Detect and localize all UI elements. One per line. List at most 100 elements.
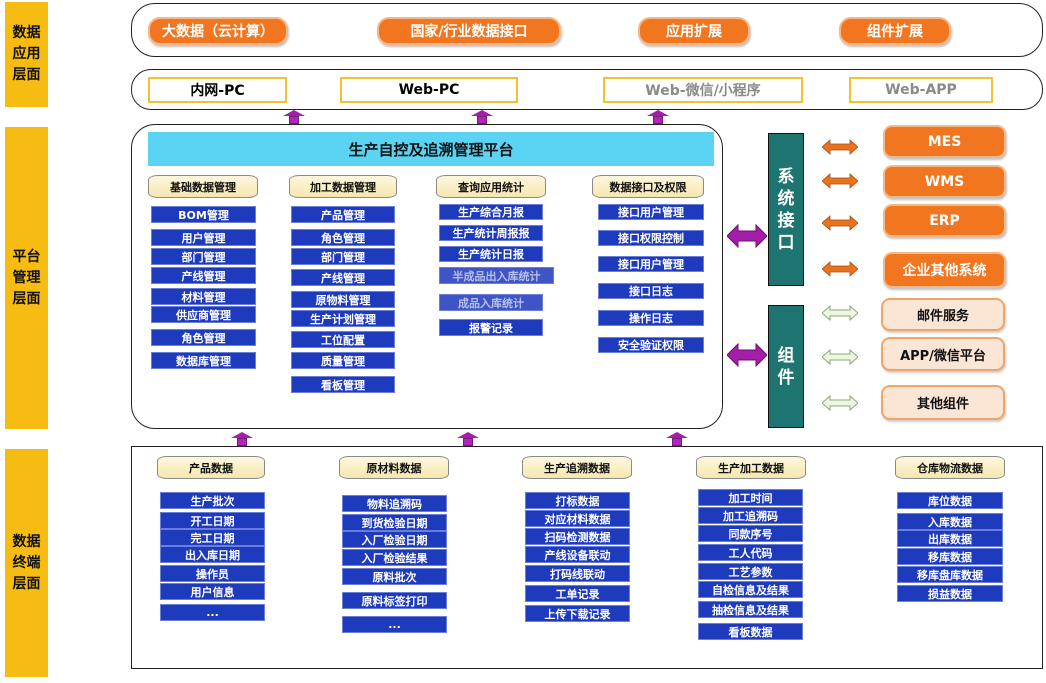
module-item: 工位配置 [291, 331, 395, 348]
module-header-processing: 加工数据管理 [289, 175, 397, 198]
up-arrow-icon [282, 110, 306, 124]
source-item: 到货检验日期 [342, 514, 447, 531]
source-item: 自检信息及结果 [698, 581, 803, 598]
module-item: 产线管理 [291, 269, 395, 286]
double-arrow-icon [822, 173, 858, 189]
module-item: 部门管理 [291, 248, 395, 265]
module-item: 部门管理 [151, 248, 256, 265]
module-item: 接口权限控制 [598, 230, 704, 246]
source-item: 完工日期 [160, 529, 265, 546]
source-item: 损益数据 [897, 585, 1003, 602]
double-arrow-icon [822, 305, 858, 321]
source-item: 上传下载记录 [525, 605, 630, 622]
app-pill-app-extension: 应用扩展 [638, 17, 750, 45]
module-header-query: 查询应用统计 [436, 175, 546, 198]
source-item: 扫码检测数据 [525, 528, 630, 545]
module-item: 角色管理 [291, 229, 395, 246]
module-item: 质量管理 [291, 352, 395, 369]
client-intranet-pc: 内网-PC [148, 77, 287, 103]
source-item: 开工日期 [160, 512, 265, 529]
source-item: 看板数据 [698, 623, 803, 640]
module-item: 接口日志 [598, 283, 704, 299]
source-item: 加工追溯码 [698, 507, 803, 524]
layer-label-data-app: 数据应用层面 [5, 2, 48, 107]
module-item: 产品管理 [291, 206, 395, 223]
source-item: 生产批次 [160, 492, 265, 509]
source-item: 移库数据 [897, 548, 1003, 565]
source-item: 库位数据 [897, 492, 1003, 509]
external-system-wms: WMS [883, 165, 1006, 198]
component-mail-service: 邮件服务 [881, 298, 1005, 331]
layer-label-data-terminal: 数据终端层面 [5, 449, 48, 677]
source-header-trace: 生产追溯数据 [522, 456, 632, 479]
module-item: 供应商管理 [151, 306, 256, 323]
source-item: 工人代码 [698, 544, 803, 561]
app-pill-bigdata: 大数据（云计算） [148, 17, 288, 45]
module-item: 成品入库统计 [439, 294, 543, 311]
source-item: 原料标签打印 [342, 592, 447, 609]
source-item: 入厂检验日期 [342, 531, 447, 548]
source-item: ... [160, 604, 265, 621]
source-item: 操作员 [160, 565, 265, 582]
source-item: 对应材料数据 [525, 510, 630, 527]
module-item: 接口用户管理 [598, 204, 704, 220]
client-web-wechat: Web-微信/小程序 [603, 77, 803, 103]
source-item: 物料追溯码 [342, 495, 447, 512]
module-item: 半成品出入库统计 [439, 267, 554, 284]
source-item: 打码线联动 [525, 565, 630, 582]
source-item: 同款序号 [698, 525, 803, 542]
module-item: 生产计划管理 [291, 310, 395, 327]
module-header-basic: 基础数据管理 [148, 175, 258, 198]
component-app-wechat: APP/微信平台 [881, 337, 1005, 371]
up-arrow-icon [230, 432, 254, 446]
app-pill-component-extension: 组件扩展 [839, 17, 951, 45]
source-item: 移库盘库数据 [897, 566, 1003, 583]
source-item: ... [342, 616, 447, 633]
double-arrow-icon [822, 215, 858, 231]
module-item: 接口用户管理 [598, 256, 704, 272]
source-item: 工艺参数 [698, 563, 803, 580]
double-arrow-icon [822, 349, 858, 365]
module-item: 数据库管理 [151, 352, 256, 369]
module-item: 材料管理 [151, 288, 256, 305]
double-arrow-icon [727, 224, 767, 248]
source-header-processing: 生产加工数据 [696, 456, 806, 479]
source-header-warehouse: 仓库物流数据 [895, 456, 1005, 479]
module-item: 生产统计日报 [439, 246, 543, 262]
external-system-other: 企业其他系统 [883, 252, 1006, 288]
module-item: 生产统计周报报 [439, 225, 543, 241]
source-item: 打标数据 [525, 492, 630, 509]
module-item: 角色管理 [151, 329, 256, 346]
up-arrow-icon [456, 432, 480, 446]
source-item: 用户信息 [160, 583, 265, 600]
module-item: 生产综合月报 [439, 204, 543, 220]
platform-title: 生产自控及追溯管理平台 [148, 132, 714, 166]
double-arrow-icon [822, 261, 858, 277]
module-item: 原物料管理 [291, 291, 395, 308]
source-item: 产线设备联动 [525, 546, 630, 563]
component-box: 组件 [768, 305, 804, 428]
source-header-raw-material: 原材料数据 [339, 456, 449, 479]
module-item: 安全验证权限 [598, 337, 704, 353]
external-system-erp: ERP [883, 204, 1006, 237]
source-header-product: 产品数据 [157, 456, 265, 479]
external-system-mes: MES [883, 125, 1006, 158]
component-other: 其他组件 [881, 385, 1005, 420]
app-pill-national-interface: 国家/行业数据接口 [377, 17, 561, 45]
double-arrow-icon [822, 139, 858, 155]
source-item: 抽检信息及结果 [698, 601, 803, 618]
up-arrow-icon [665, 432, 689, 446]
source-item: 工单记录 [525, 585, 630, 602]
source-item: 加工时间 [698, 489, 803, 506]
source-item: 原料批次 [342, 568, 447, 585]
up-arrow-icon [646, 110, 670, 124]
source-item: 出入库日期 [160, 546, 265, 563]
system-interface-box: 系统接口 [768, 133, 804, 286]
module-item: 报警记录 [439, 319, 543, 336]
module-item: 产线管理 [151, 267, 256, 284]
module-item: BOM管理 [151, 206, 256, 223]
module-header-interface: 数据接口及权限 [592, 175, 704, 198]
source-item: 入库数据 [897, 513, 1003, 530]
module-item: 操作日志 [598, 310, 704, 326]
data-terminal-frame [131, 446, 1043, 669]
